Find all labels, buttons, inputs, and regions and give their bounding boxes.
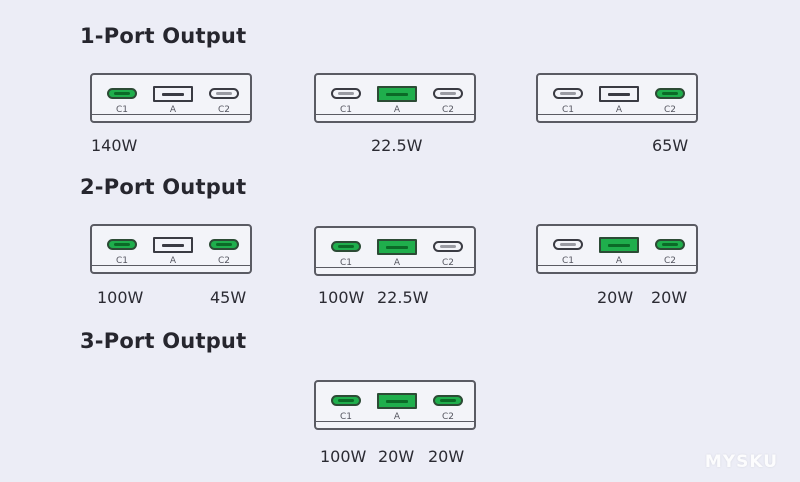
port-label: C1 <box>115 105 128 115</box>
wattage-label: 20W <box>428 447 465 466</box>
port-label: A <box>393 105 401 115</box>
usb-c1-port-icon: C1 <box>97 86 147 115</box>
port-label: C2 <box>663 256 676 266</box>
wattage-label: 140W <box>91 136 138 155</box>
usb-c2-port-icon: C2 <box>423 239 473 268</box>
wattage-label: 100W <box>97 288 144 307</box>
usb-c1-port-icon: C1 <box>543 86 593 115</box>
section-title-2-port: 2-Port Output <box>80 175 247 199</box>
usb-c1-port-icon: C1 <box>321 393 371 422</box>
section-title-1-port: 1-Port Output <box>80 24 247 48</box>
power-bank-2port-c1-c2: C1 A C2 <box>90 224 252 274</box>
port-label: A <box>615 105 623 115</box>
port-label: A <box>169 105 177 115</box>
wattage-label: 20W <box>651 288 688 307</box>
usb-c2-port-icon: C2 <box>645 237 695 266</box>
usb-a-port-icon: A <box>148 86 198 115</box>
port-label: C2 <box>217 256 230 266</box>
usb-c2-port-icon: C2 <box>199 237 249 266</box>
port-label: C1 <box>339 412 352 422</box>
power-bank-1port-a: C1 A C2 <box>314 73 476 123</box>
usb-c2-port-icon: C2 <box>645 86 695 115</box>
port-label: C1 <box>339 105 352 115</box>
wattage-label: 20W <box>378 447 415 466</box>
usb-a-port-icon: A <box>372 86 422 115</box>
port-label: A <box>615 256 623 266</box>
power-bank-2port-c1-a: C1 A C2 <box>314 226 476 276</box>
usb-c2-port-icon: C2 <box>199 86 249 115</box>
section-title-3-port: 3-Port Output <box>80 329 247 353</box>
usb-a-port-icon: A <box>372 239 422 268</box>
power-bank-2port-a-c2: C1 A C2 <box>536 224 698 274</box>
port-label: C1 <box>561 105 574 115</box>
usb-a-port-icon: A <box>594 86 644 115</box>
wattage-label: 65W <box>652 136 689 155</box>
usb-a-port-icon: A <box>148 237 198 266</box>
power-bank-1port-c1: C1 A C2 <box>90 73 252 123</box>
wattage-label: 22.5W <box>377 288 429 307</box>
wattage-label: 45W <box>210 288 247 307</box>
power-bank-1port-c2: C1 A C2 <box>536 73 698 123</box>
usb-a-port-icon: A <box>372 393 422 422</box>
port-label: C2 <box>441 412 454 422</box>
usb-c1-port-icon: C1 <box>97 237 147 266</box>
port-label: C1 <box>561 256 574 266</box>
wattage-label: 100W <box>320 447 367 466</box>
wattage-label: 100W <box>318 288 365 307</box>
port-label: C1 <box>115 256 128 266</box>
power-bank-3port-all: C1 A C2 <box>314 380 476 430</box>
port-label: C2 <box>441 105 454 115</box>
port-label: C1 <box>339 258 352 268</box>
port-label: C2 <box>441 258 454 268</box>
port-label: A <box>393 412 401 422</box>
usb-c1-port-icon: C1 <box>543 237 593 266</box>
port-label: C2 <box>217 105 230 115</box>
wattage-label: 22.5W <box>371 136 423 155</box>
port-label: A <box>393 258 401 268</box>
port-label: C2 <box>663 105 676 115</box>
wattage-label: 20W <box>597 288 634 307</box>
usb-a-port-icon: A <box>594 237 644 266</box>
usb-c1-port-icon: C1 <box>321 239 371 268</box>
port-label: A <box>169 256 177 266</box>
usb-c2-port-icon: C2 <box>423 393 473 422</box>
watermark-logo: MYSKU <box>704 452 778 472</box>
usb-c1-port-icon: C1 <box>321 86 371 115</box>
usb-c2-port-icon: C2 <box>423 86 473 115</box>
